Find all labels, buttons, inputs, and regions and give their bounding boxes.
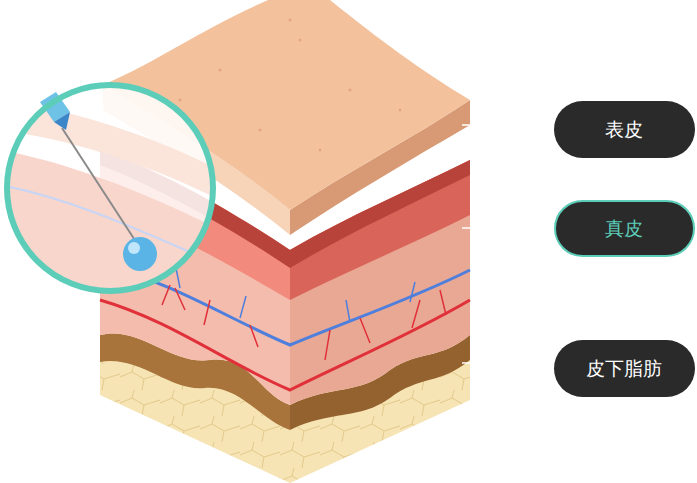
injection-inset xyxy=(0,85,220,300)
label-pill: 真皮 xyxy=(554,200,695,257)
layer-label: 真皮 xyxy=(605,217,643,240)
layer-label: 表皮 xyxy=(605,118,643,141)
leader-tick xyxy=(462,125,470,363)
label-pill: 皮下脂肪 xyxy=(554,340,695,397)
layer-label: 皮下脂肪 xyxy=(586,357,662,380)
label-pill: 表皮 xyxy=(554,101,695,158)
